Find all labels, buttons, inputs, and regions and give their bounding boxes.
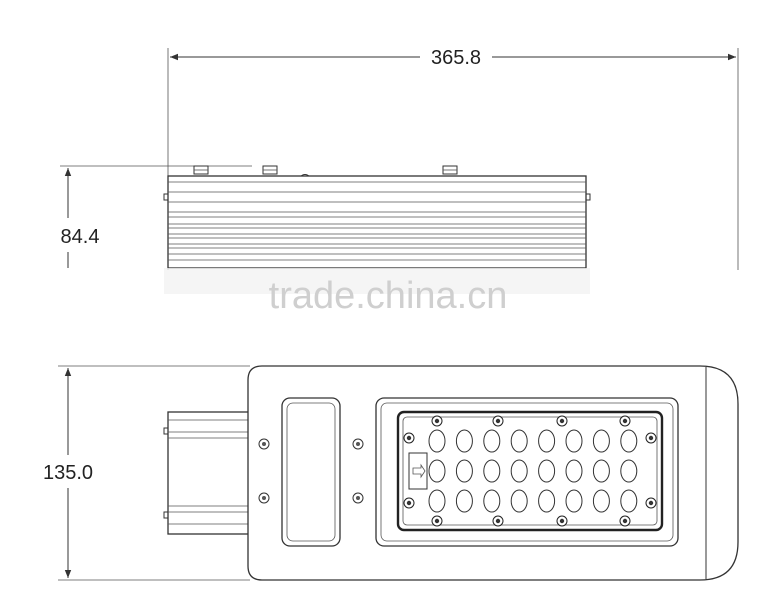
side-view: 84.4: [60, 165, 591, 294]
height-label: 84.4: [61, 226, 100, 248]
led-lens: [620, 429, 638, 453]
connector-icon: [408, 452, 428, 490]
bottom-view: 135.0: [43, 365, 739, 581]
driver-cover: [281, 397, 341, 547]
side-endcap-left: [163, 193, 169, 201]
led-plate-screws: [403, 415, 657, 527]
plate-screw: [556, 415, 568, 427]
led-lens-grid: [428, 429, 638, 513]
led-lens: [538, 459, 556, 483]
plate-screw: [431, 415, 443, 427]
plate-screw: [431, 515, 443, 527]
mount-screw-1: [258, 438, 270, 450]
plate-screw: [403, 432, 415, 444]
led-module-frame-inner: [380, 402, 674, 542]
side-housing: [167, 175, 587, 269]
side-endcap-right: [585, 193, 591, 201]
plate-screw: [492, 515, 504, 527]
led-lens: [620, 459, 638, 483]
bolt-2: [262, 165, 278, 175]
mount-screw-4: [352, 492, 364, 504]
led-lens: [510, 429, 528, 453]
plate-screw: [492, 415, 504, 427]
led-lens: [620, 489, 638, 513]
reflection: [164, 268, 590, 294]
led-lens: [483, 429, 501, 453]
width-label: 365.8: [431, 47, 481, 69]
led-lens: [565, 429, 583, 453]
led-lens: [538, 429, 556, 453]
led-lens: [565, 489, 583, 513]
heat-sink-fins: [168, 181, 586, 261]
led-lens: [538, 489, 556, 513]
led-lens: [592, 489, 610, 513]
led-lens: [455, 489, 473, 513]
led-lens: [592, 459, 610, 483]
plate-screw: [403, 497, 415, 509]
led-lens: [428, 459, 446, 483]
plate-screw: [645, 497, 657, 509]
led-lens: [592, 429, 610, 453]
mount-screw-2: [258, 492, 270, 504]
driver-cover-inner: [286, 402, 336, 542]
watermark-text: trade.china.cn: [269, 275, 508, 317]
plate-screw: [556, 515, 568, 527]
led-lens: [483, 459, 501, 483]
plate-screw: [619, 415, 631, 427]
width-dimension: 365.8: [167, 47, 739, 270]
led-lens: [483, 489, 501, 513]
plate-screw: [619, 515, 631, 527]
mount-screw-3: [352, 438, 364, 450]
pole-mount-bracket: [163, 411, 251, 535]
led-lens: [455, 429, 473, 453]
led-lens: [565, 459, 583, 483]
led-lens: [455, 459, 473, 483]
bolt-3: [442, 165, 458, 175]
led-lens: [428, 489, 446, 513]
plate-screw: [645, 432, 657, 444]
led-lens-plate-inner: [402, 416, 658, 526]
led-lens: [510, 489, 528, 513]
bolt-1: [193, 165, 209, 175]
depth-label: 135.0: [43, 462, 93, 484]
led-lens: [428, 429, 446, 453]
led-lens: [510, 459, 528, 483]
